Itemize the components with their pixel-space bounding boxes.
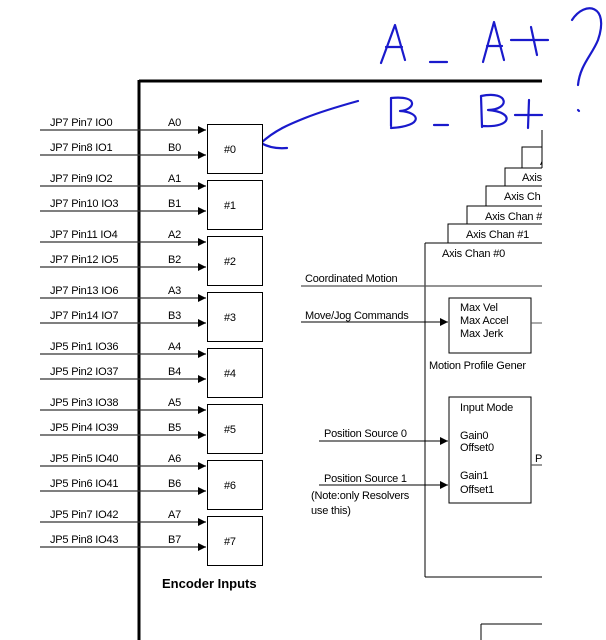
encoder-a-source-label: JP5 Pin1 IO36 [50, 341, 119, 353]
offset1-label: Offset1 [460, 484, 494, 496]
encoder-id: #4 [224, 368, 236, 380]
encoder-b-source-label: JP5 Pin8 IO43 [50, 534, 119, 546]
encoder-id: #7 [224, 536, 236, 548]
max-accel-label: Max Accel [460, 315, 509, 327]
encoder-b-channel-label: B6 [168, 478, 182, 490]
encoder-a-channel-label: A3 [168, 285, 182, 297]
axis-chan-1-label: Axis Chan #1 [466, 229, 530, 241]
encoder-a-source-label: JP7 Pin9 IO2 [50, 173, 113, 185]
coordinated-motion-label: Coordinated Motion [305, 273, 398, 285]
encoder-a-source-label: JP5 Pin7 IO42 [50, 509, 119, 521]
encoder-id: #0 [224, 144, 236, 156]
encoder-b-channel-label: B4 [168, 366, 182, 378]
encoder-block: #5 [207, 404, 263, 454]
encoder-id: #3 [224, 312, 236, 324]
encoder-block: #0 [207, 124, 263, 174]
encoder-id: #6 [224, 480, 236, 492]
encoder-b-channel-label: B1 [168, 198, 182, 210]
encoder-a-source-label: JP7 Pin13 IO6 [50, 285, 119, 297]
encoder-block: #6 [207, 460, 263, 510]
encoder-b-source-label: JP7 Pin14 IO7 [50, 310, 119, 322]
encoder-id: #2 [224, 256, 236, 268]
encoder-b-channel-label: B5 [168, 422, 182, 434]
input-mode-title: Input Mode [460, 402, 514, 414]
move-jog-label: Move/Jog Commands [305, 310, 409, 322]
encoder-a-channel-label: A1 [168, 173, 182, 185]
handwritten-annotation [257, 7, 603, 150]
gain1-label: Gain1 [460, 470, 489, 482]
position-source-0-label: Position Source 0 [324, 428, 407, 440]
gain0-label: Gain0 [460, 430, 489, 442]
handwritten-arrow-icon [259, 99, 360, 145]
encoder-b-source-label: JP5 Pin6 IO41 [50, 478, 119, 490]
input-output-label: P [535, 453, 542, 465]
encoder-a-source-label: JP7 Pin7 IO0 [50, 117, 113, 129]
encoder-a-channel-label: A6 [168, 453, 182, 465]
axis-chan-4-label: Axis [522, 172, 542, 184]
encoder-block: #4 [207, 348, 263, 398]
motion-profile-box [448, 297, 532, 354]
encoder-b-channel-label: B2 [168, 254, 182, 266]
encoder-a-channel-label: A7 [168, 509, 182, 521]
note-line-2: use this) [311, 505, 351, 517]
encoder-b-channel-label: B0 [168, 142, 182, 154]
axis-chan-0-label: Axis Chan #0 [442, 248, 506, 260]
encoder-b-source-label: JP5 Pin2 IO37 [50, 366, 119, 378]
encoder-block: #1 [207, 180, 263, 230]
axis-chan-3-label: Axis Ch [504, 191, 541, 203]
encoder-b-source-label: JP7 Pin8 IO1 [50, 142, 113, 154]
encoder-block: #2 [207, 236, 263, 286]
encoder-a-source-label: JP7 Pin11 IO4 [50, 229, 118, 241]
encoder-a-channel-label: A5 [168, 397, 182, 409]
encoder-section-title: Encoder Inputs [162, 576, 257, 591]
encoder-a-channel-label: A0 [168, 117, 182, 129]
encoder-a-source-label: JP5 Pin3 IO38 [50, 397, 119, 409]
encoder-a-source-label: JP5 Pin5 IO40 [50, 453, 119, 465]
max-jerk-label: Max Jerk [460, 328, 504, 340]
note-line-1: (Note:only Resolvers [311, 490, 410, 502]
encoder-b-source-label: JP7 Pin12 IO5 [50, 254, 119, 266]
encoder-a-channel-label: A4 [168, 341, 182, 353]
encoder-b-channel-label: B7 [168, 534, 182, 546]
encoder-b-source-label: JP5 Pin4 IO39 [50, 422, 119, 434]
encoder-block: #3 [207, 292, 263, 342]
encoder-block: #7 [207, 516, 263, 566]
position-source-1-label: Position Source 1 [324, 473, 407, 485]
offset0-label: Offset0 [460, 442, 494, 454]
motion-profile-caption: Motion Profile Gener [429, 360, 526, 372]
encoder-a-channel-label: A2 [168, 229, 182, 241]
axis-stack-outline [424, 130, 543, 640]
input-mode-box [448, 396, 532, 504]
encoder-id: #1 [224, 200, 236, 212]
encoder-b-channel-label: B3 [168, 310, 182, 322]
axis-chan-5-label: A [540, 156, 542, 168]
encoder-id: #5 [224, 424, 236, 436]
encoder-b-source-label: JP7 Pin10 IO3 [50, 198, 119, 210]
max-vel-label: Max Vel [460, 302, 498, 314]
axis-chan-2-label: Axis Chan #2 [485, 211, 542, 223]
